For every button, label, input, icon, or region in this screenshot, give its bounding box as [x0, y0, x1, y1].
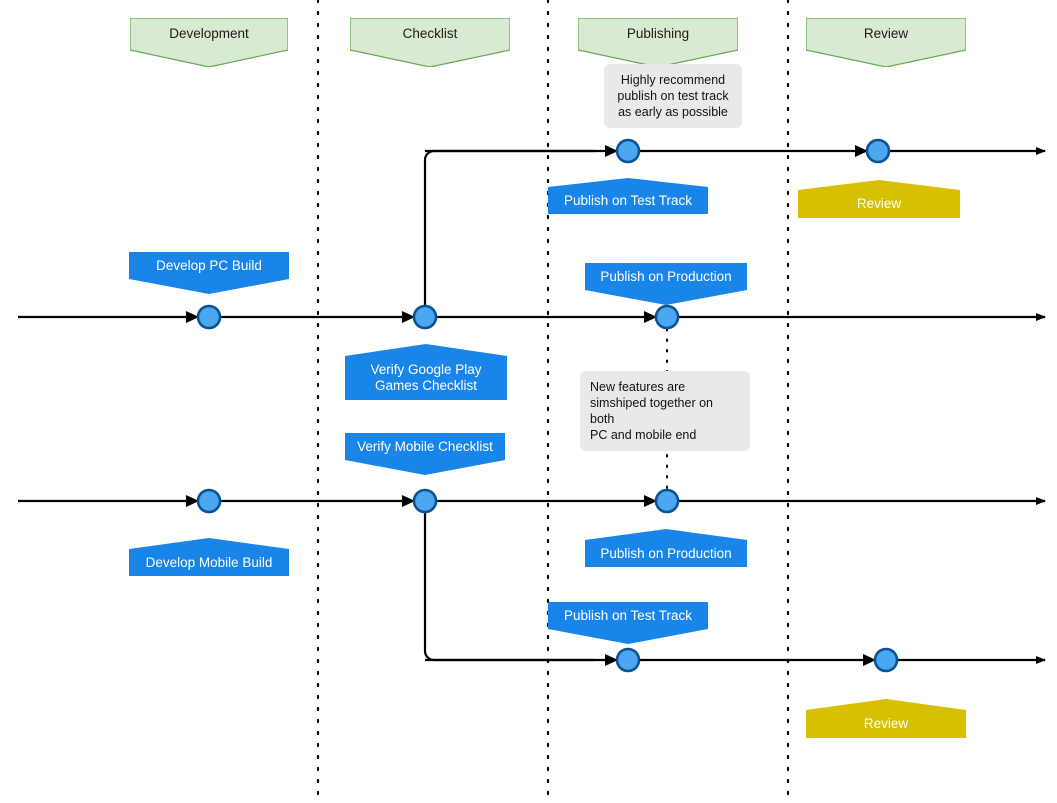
publish-on-production-mobile[interactable]: Publish on Production: [585, 529, 747, 567]
phase-header-shape: [350, 18, 510, 67]
test-track-recommendation-note: Highly recommend publish on test track a…: [604, 64, 742, 128]
publish-test-track-mobile-milestone[interactable]: [615, 647, 641, 673]
phase-header-shape: [578, 18, 738, 67]
develop-mobile-build-shape: [129, 538, 289, 576]
verify-google-play-games-checklist[interactable]: Verify Google Play Games Checklist: [345, 344, 507, 400]
publish-test-track-pc-milestone[interactable]: [615, 138, 641, 164]
verify-mobile-checklist-label: Verify Mobile Checklist: [357, 438, 493, 454]
phase-header-checklist: Checklist: [350, 18, 510, 67]
publish-on-test-track-mobile-label: Publish on Test Track: [563, 607, 693, 623]
publish-on-production-pc[interactable]: Publish on Production: [585, 263, 747, 305]
verify-gp-checklist-milestone[interactable]: [412, 304, 438, 330]
publish-on-test-track-pc[interactable]: Publish on Test Track: [548, 178, 708, 214]
publish-on-test-track-mobile-shape: [548, 602, 708, 644]
review-pc-shape: [798, 180, 960, 218]
review-pc-label: Review: [856, 196, 902, 211]
phase-header-shape: [130, 18, 288, 67]
review-mobile-label: Review: [863, 716, 909, 731]
phase-header-development: Development: [130, 18, 288, 67]
simship-note: New features are simshiped together on b…: [580, 371, 750, 451]
verify-gp-checklist-milestone-arrowhead: [402, 311, 415, 323]
publish-production-mobile-milestone-arrowhead: [644, 495, 657, 507]
develop-mobile-build-milestone[interactable]: [196, 488, 222, 514]
publish-on-production-mobile-label: Publish on Production: [600, 545, 732, 561]
publish-test-track-pc-milestone-arrowhead: [605, 145, 618, 157]
develop-pc-build-milestone[interactable]: [196, 304, 222, 330]
review-pc-milestone-arrowhead: [855, 145, 868, 157]
phase-header-label: Review: [863, 26, 909, 41]
publish-production-pc-milestone-arrowhead: [644, 311, 657, 323]
verify-mobile-checklist-milestone[interactable]: [412, 488, 438, 514]
develop-mobile-build-label: Develop Mobile Build: [145, 554, 273, 570]
phase-header-shape: [806, 18, 966, 67]
phase-header-review: Review: [806, 18, 966, 67]
publish-on-production-pc-shape: [585, 263, 747, 305]
phase-header-label: Development: [169, 26, 249, 41]
develop-pc-build-milestone-arrowhead: [186, 311, 199, 323]
publish-on-test-track-pc-shape: [548, 178, 708, 214]
phase-header-label: Checklist: [402, 26, 458, 41]
develop-pc-build[interactable]: Develop PC Build: [129, 252, 289, 294]
publish-test-track-mobile-milestone-arrowhead: [605, 654, 618, 666]
review-mobile-milestone-arrowhead: [863, 654, 876, 666]
verify-mobile-checklist[interactable]: Verify Mobile Checklist: [345, 433, 505, 475]
develop-mobile-build[interactable]: Develop Mobile Build: [129, 538, 289, 576]
verify-mobile-checklist-milestone-arrowhead: [402, 495, 415, 507]
phase-header-publishing: Publishing: [578, 18, 738, 67]
review-mobile-milestone[interactable]: [873, 647, 899, 673]
develop-mobile-build-milestone-arrowhead: [186, 495, 199, 507]
verify-google-play-games-checklist-shape: [345, 344, 507, 400]
review-pc-milestone[interactable]: [865, 138, 891, 164]
verify-google-play-games-checklist-label: Verify Google Play Games Checklist: [370, 362, 482, 393]
publish-on-production-mobile-shape: [585, 529, 747, 567]
verify-mobile-checklist-shape: [345, 433, 505, 475]
develop-pc-build-shape: [129, 252, 289, 294]
develop-pc-build-label: Develop PC Build: [156, 257, 262, 273]
phase-header-label: Publishing: [626, 26, 690, 41]
publish-on-test-track-mobile[interactable]: Publish on Test Track: [548, 602, 708, 644]
review-mobile-shape: [806, 699, 966, 738]
checklist-to-test-track-up: [423, 149, 595, 305]
review-mobile[interactable]: Review: [806, 699, 966, 738]
publish-production-pc-milestone[interactable]: [654, 304, 680, 330]
publish-on-test-track-pc-label: Publish on Test Track: [563, 192, 693, 208]
publish-production-mobile-milestone[interactable]: [654, 488, 680, 514]
review-pc[interactable]: Review: [798, 180, 960, 218]
publish-on-production-pc-label: Publish on Production: [600, 268, 732, 284]
